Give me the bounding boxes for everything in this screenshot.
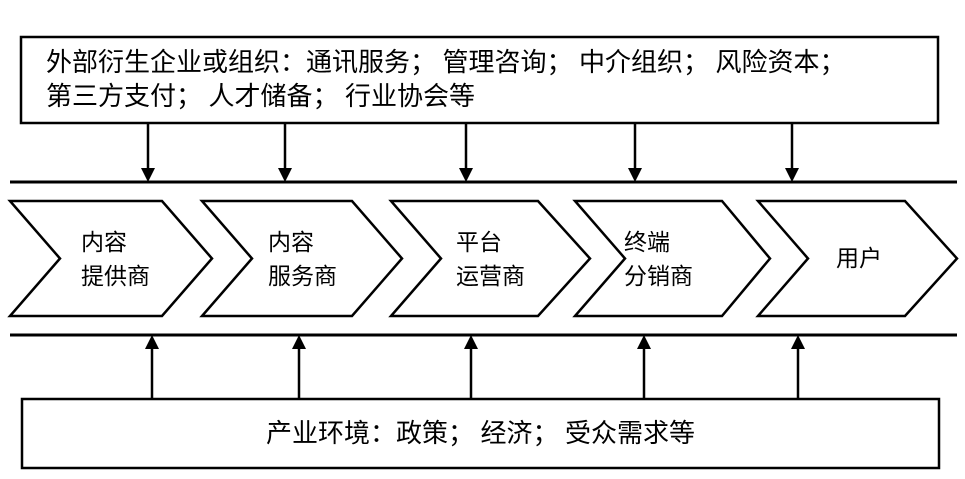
chevron-platform-operator [388,199,592,318]
down-arrow-4 [628,124,642,182]
stage-label-platform-operator: 平台 运营商 [456,230,525,289]
stage-label-user: 用户 [836,246,882,271]
down-arrow-1 [141,124,155,182]
up-arrow-5 [791,335,805,398]
external-enterprises-text: 外部衍生企业或组织：通讯服务； 管理咨询； 中介组织； 风险资本； 第三方支付；… [46,48,846,111]
up-arrow-2 [292,335,306,398]
down-arrow-2 [278,124,292,182]
external-enterprises-box [19,35,940,125]
down-arrow-5 [785,124,799,182]
chevron-content-provider [7,199,214,318]
industry-environment-box [20,397,941,470]
up-arrow-4 [637,335,651,398]
chevron-user [755,199,959,318]
up-arrow-1 [145,335,159,398]
down-arrow-3 [459,124,473,182]
chevron-content-service [199,199,404,318]
stage-label-content-service: 内容 服务商 [268,230,337,289]
industry-environment-text: 产业环境：政策； 经济； 受众需求等 [265,419,695,448]
up-arrow-3 [464,335,478,398]
stage-label-content-provider: 内容 提供商 [81,230,150,289]
chevron-terminal-distributor [572,199,772,318]
stage-label-terminal-distributor: 终端 分销商 [624,230,693,289]
